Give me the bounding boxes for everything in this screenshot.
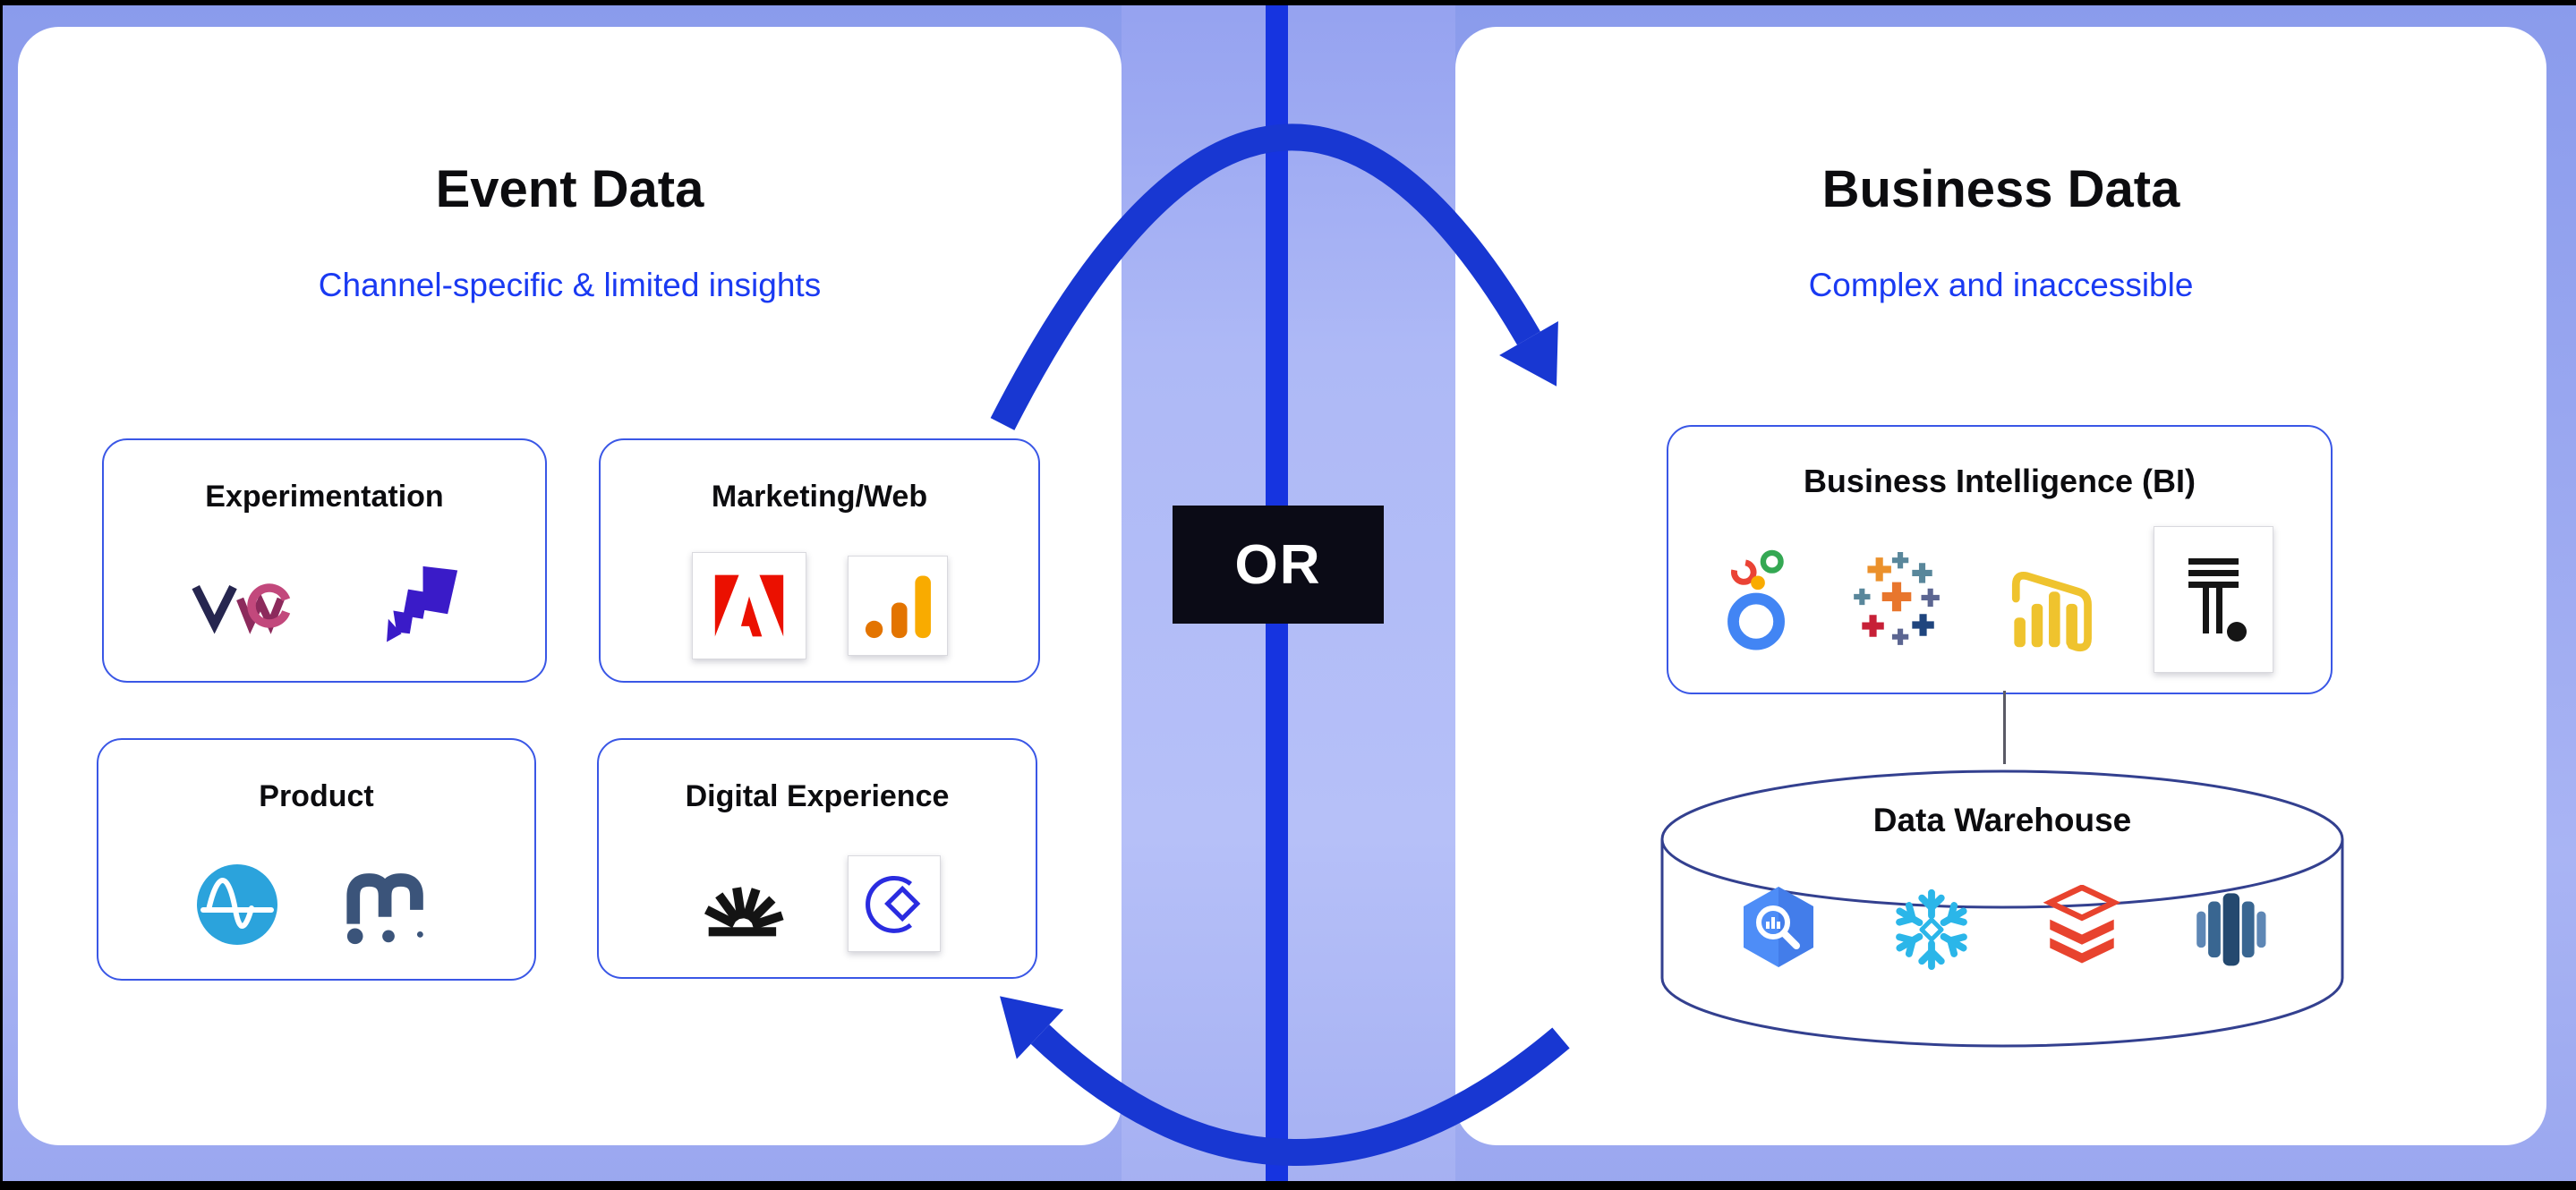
event-data-panel: Event Data Channel-specific & limited in… [18,27,1122,1145]
optimizely-logo-icon [386,565,457,642]
marketing-web-card: Marketing/Web [599,438,1040,683]
data-warehouse-cylinder [1658,756,2347,1060]
business-intelligence-logos [1668,520,2331,678]
business-intelligence-card: Business Intelligence (BI) [1667,425,2333,694]
marketing-web-logos [601,546,1038,665]
screen-edge-left [0,0,3,1190]
experimentation-logos [104,546,545,665]
power-bi-logo-icon [2011,571,2092,651]
bi-warehouse-connector-line [2003,691,2006,764]
business-data-subtitle: Complex and inaccessible [1808,267,2194,303]
experimentation-card: Experimentation [102,438,547,683]
cylinder-shape-icon [1660,769,2344,1048]
event-data-subtitle: Channel-specific & limited insights [318,267,822,303]
business-intelligence-card-title: Business Intelligence (BI) [1803,463,2196,499]
snowflake-logo-icon [1896,888,1967,971]
event-data-title: Event Data [435,160,704,218]
product-card-title: Product [259,779,374,813]
looker-logo-icon [1727,549,1785,650]
fullstory-logo-icon [704,886,784,936]
or-badge-label: OR [1234,533,1322,596]
business-data-panel: Business Data Complex and inaccessible B… [1455,27,2546,1145]
or-badge: OR [1173,506,1384,624]
thoughtspot-logo-icon [2154,525,2273,673]
amplitude-logo-icon [196,863,277,945]
screen-edge-top [0,0,2576,5]
digital-experience-logos [599,846,1036,961]
marketing-web-card-title: Marketing/Web [711,480,928,514]
tableau-logo-icon [1854,551,1940,645]
data-warehouse-label: Data Warehouse [1872,802,2132,838]
digital-experience-card-title: Digital Experience [685,779,950,813]
product-card: Product [97,738,536,981]
redshift-logo-icon [2196,893,2266,966]
experimentation-card-title: Experimentation [205,480,444,514]
vwo-logo-icon [191,582,290,634]
data-warehouse-logos [1658,879,2347,977]
google-analytics-logo-icon [847,555,948,656]
business-data-title: Business Data [1821,160,2180,218]
bigquery-logo-icon [1744,887,1813,967]
databricks-logo-icon [2043,885,2121,964]
digital-experience-card: Digital Experience [597,738,1037,979]
adobe-logo-icon [691,551,806,659]
screen-edge-bottom [0,1181,2576,1190]
mixpanel-logo-icon [345,872,423,944]
contentsquare-logo-icon [848,854,941,952]
product-logos [98,846,534,963]
